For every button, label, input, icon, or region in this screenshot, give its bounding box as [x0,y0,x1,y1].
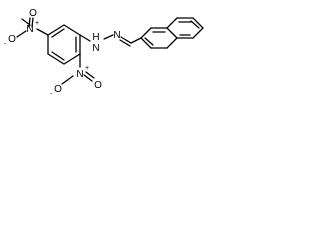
nitro-bottom-o-label: O [94,80,102,91]
hydrazone-linker: H N N [79,30,142,54]
nitro-bottom-n-label: N [76,69,83,80]
nitro-group-top: N + O O - [4,8,49,48]
nitro-top-n-label: N [26,24,33,35]
hydrazine-h-label: H [92,32,99,43]
molecule-svg: N + O O - N + O O - H N N [4,8,204,98]
nitro-top-o-charge: - [4,41,7,48]
nitro-group-bottom: N + O O - [50,53,102,98]
nitro-bottom-o-charge: - [50,91,53,98]
hydrazine-n2-label: N [113,30,120,41]
nitro-top-o-minus-label: O [8,34,16,45]
dinitrophenyl-ring [47,24,81,65]
hydrazine-n1-label: N [92,43,99,54]
nitro-top-n-charge: + [35,20,39,27]
nitro-bottom-n-charge: + [85,65,89,72]
nitro-bottom-o-minus-label: O [54,84,62,95]
nitro-top-o-label: O [29,8,37,19]
naphthalene-ring [140,17,204,49]
structure-diagram: N + O O - N + O O - H N N [0,0,214,103]
